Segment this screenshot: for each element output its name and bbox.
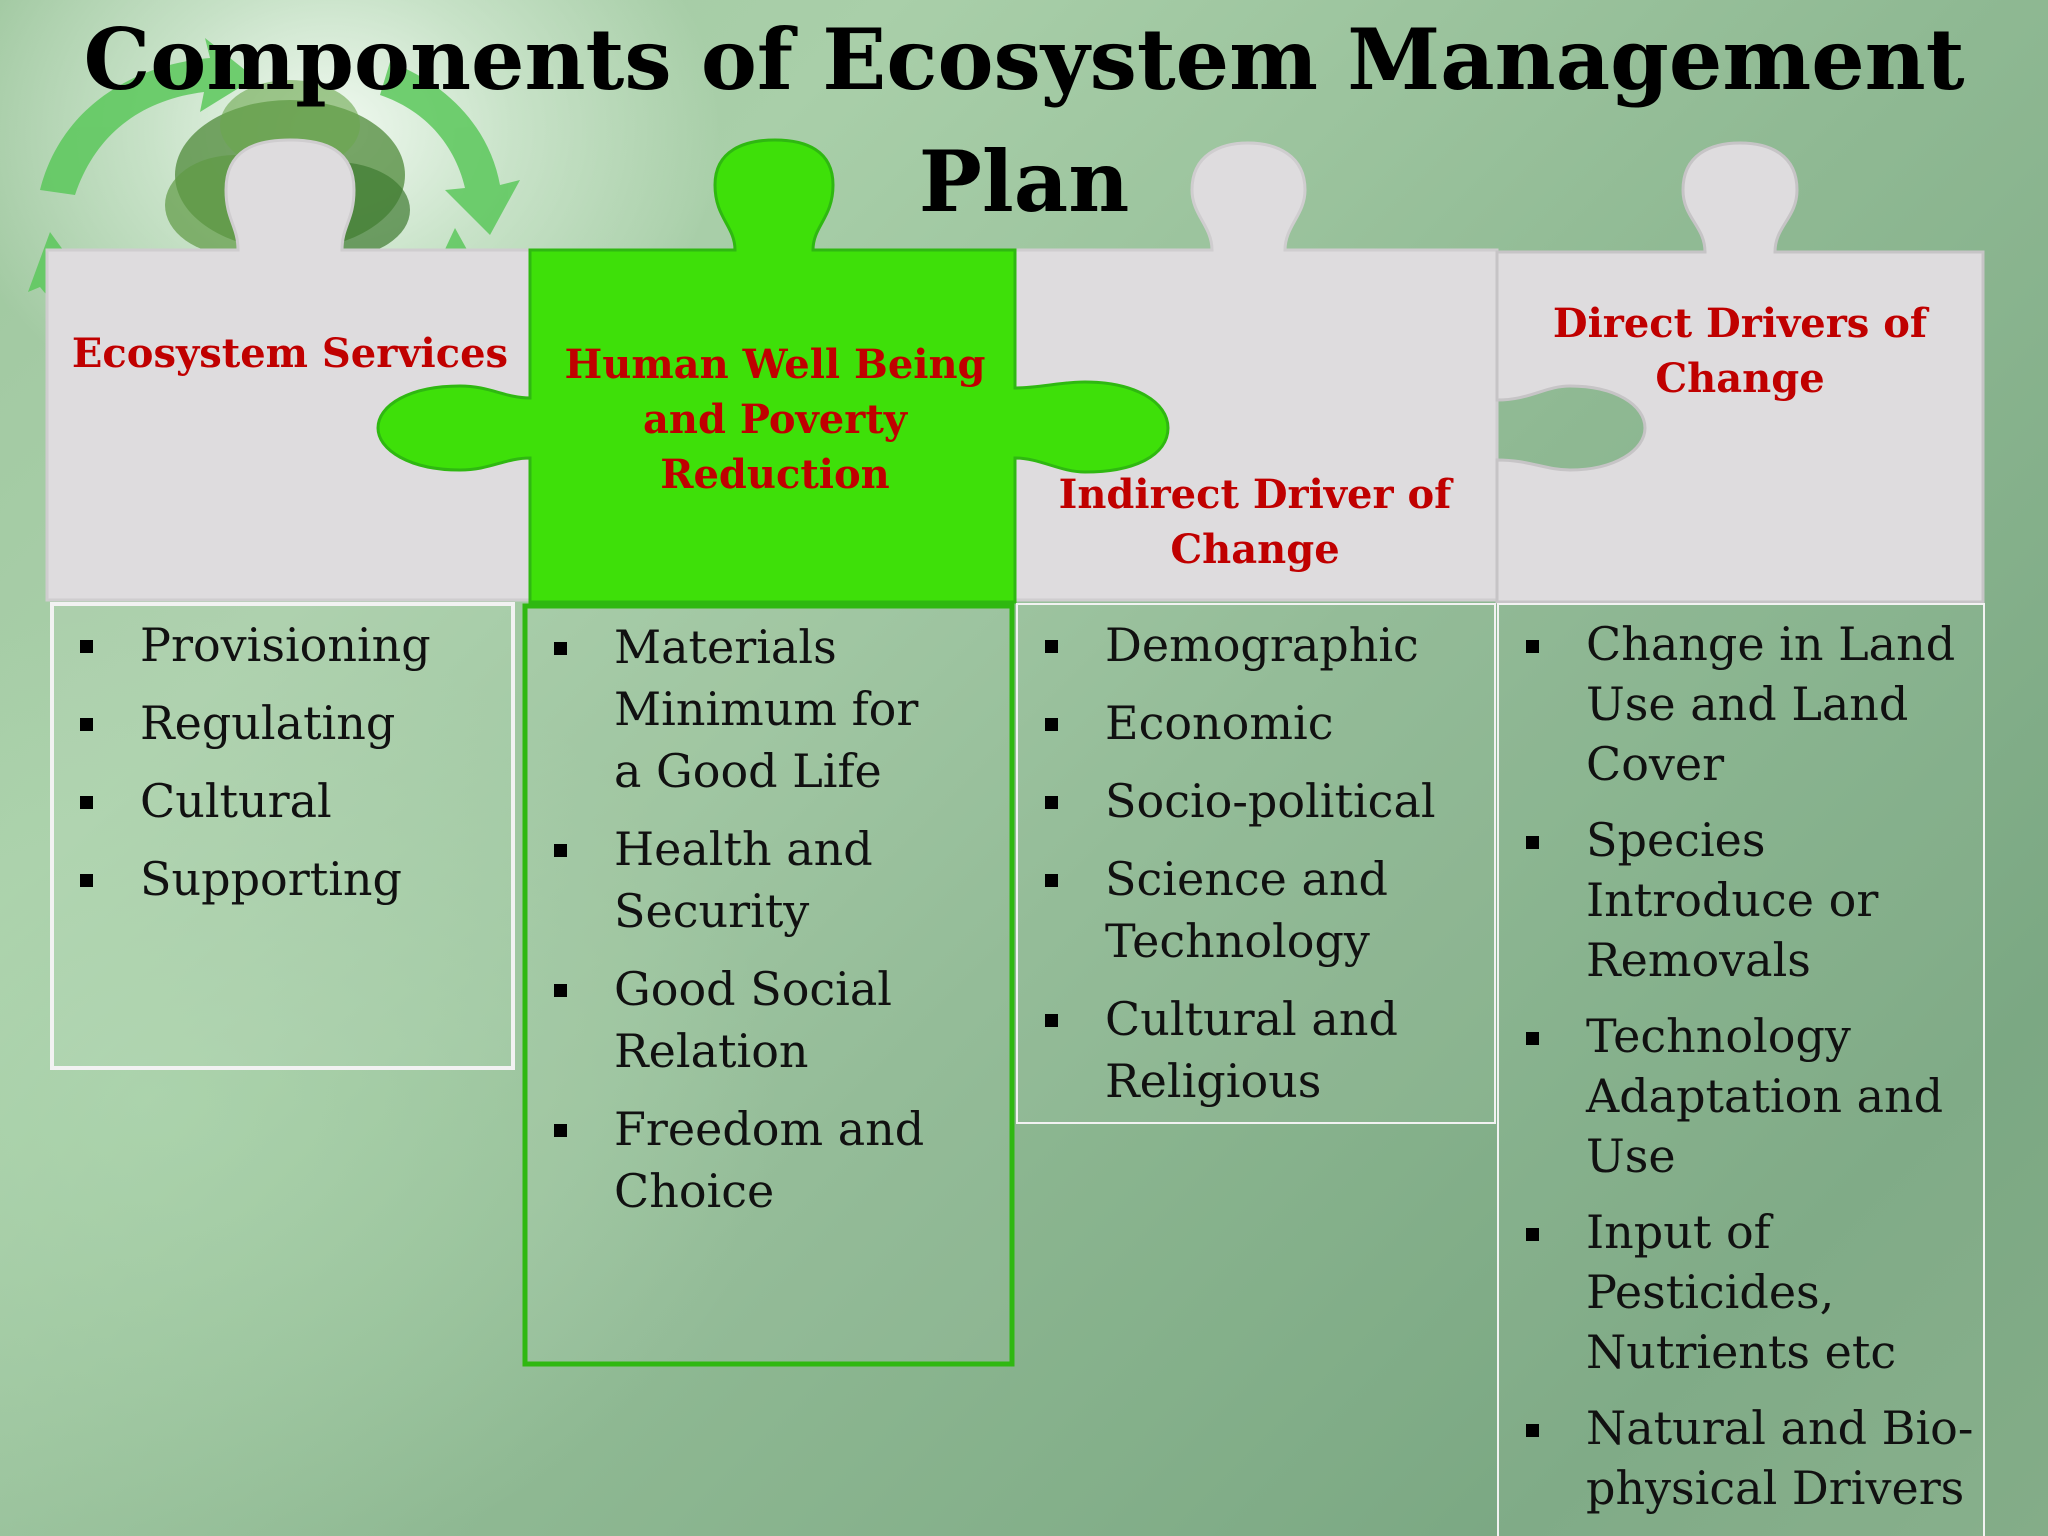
heading-human-well-being: Human Well Being and Poverty Reduction [540,337,1010,502]
slide-title-line-2: Plan [918,132,1130,231]
list-item: Regulating [56,692,511,754]
heading-ecosystem-services: Ecosystem Services [60,326,520,381]
list-item: Change in Land Use and Land Cover [1502,614,1982,794]
box-frame-indirect-driver [1016,603,1496,1124]
box-frame-human-well-being [522,603,1015,1367]
list-item: Cultural [56,770,511,832]
heading-line: Change [1655,355,1825,402]
list-box-direct-drivers: Change in Land Use and Land Cover Specie… [1502,614,1982,1518]
bullet-list: Provisioning Regulating Cultural Support… [56,614,511,910]
bullet-list: Change in Land Use and Land Cover Specie… [1502,614,1982,1518]
list-item: Socio-political [1021,770,1491,832]
heading-line: and Poverty [642,396,908,443]
list-box-ecosystem-services: Provisioning Regulating Cultural Support… [56,614,511,910]
list-item: Freedom and Choice [530,1098,960,1222]
heading-direct-drivers: Direct Drivers of Change [1530,296,1950,406]
heading-line: Change [1170,526,1340,573]
list-item: Economic [1021,692,1491,754]
heading-line: Reduction [660,451,890,498]
bullet-list: Materials Minimum for a Good Life Health… [530,616,960,1222]
bullet-list: Demographic Economic Socio-political Sci… [1021,614,1491,1112]
list-item: Good Social Relation [530,958,960,1082]
list-item: Science and Technology [1021,848,1491,972]
heading-line: Ecosystem Services [71,330,509,377]
puzzle-piece-indirect-driver [1013,141,1499,602]
list-item: Supporting [56,848,511,910]
list-item: Materials Minimum for a Good Life [530,616,960,802]
list-item: Health and Security [530,818,960,942]
box-frame-ecosystem-services [50,602,515,1070]
list-item: Provisioning [56,614,511,676]
list-item: Cultural and Religious [1021,988,1491,1112]
puzzle-piece-ecosystem-services [45,138,532,602]
list-item: Technology Adaptation and Use [1502,1006,1982,1186]
heading-line: Direct Drivers of [1552,300,1928,347]
puzzle-piece-direct-drivers [1495,141,1985,604]
list-item: Demographic [1021,614,1491,676]
list-item: Species Introduce or Removals [1502,810,1982,990]
puzzle-piece-human-well-being [376,138,1170,604]
slide-title-line-1: Components of Ecosystem Management [83,10,1965,109]
list-box-indirect-driver: Demographic Economic Socio-political Sci… [1021,614,1491,1112]
heading-line: Human Well Being [564,341,986,388]
list-box-human-well-being: Materials Minimum for a Good Life Health… [530,616,960,1222]
list-item: Natural and Bio-physical Drivers [1502,1398,1982,1518]
list-item: Input of Pesticides, Nutrients etc [1502,1202,1982,1382]
heading-indirect-driver: Indirect Driver of Change [1040,467,1470,577]
heading-line: Indirect Driver of [1058,471,1452,518]
box-frame-direct-drivers [1497,603,1985,1536]
